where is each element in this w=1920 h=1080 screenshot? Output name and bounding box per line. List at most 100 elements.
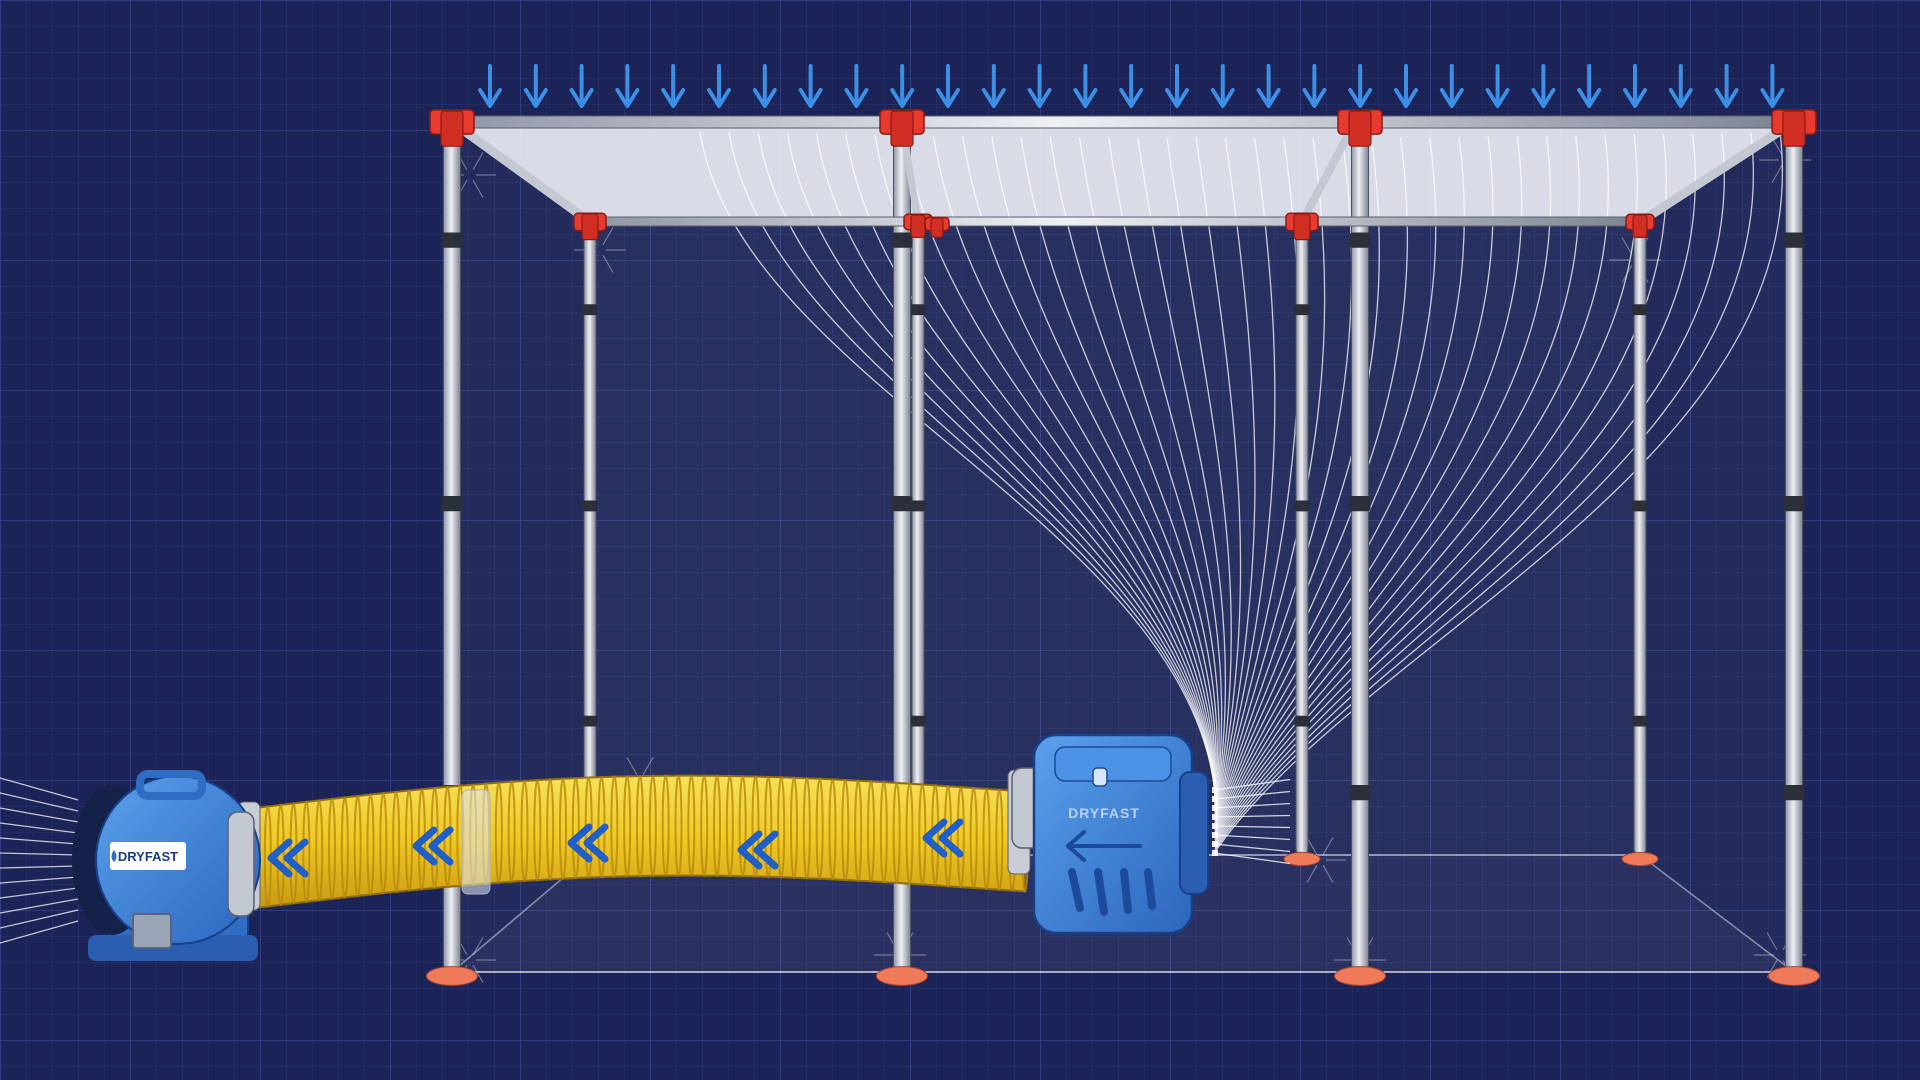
airflow-line bbox=[1166, 137, 1232, 817]
airflow-line bbox=[1214, 133, 1696, 848]
hose-rib bbox=[751, 775, 760, 878]
sheet-glint bbox=[1621, 264, 1633, 283]
down-arrow-icon bbox=[1623, 64, 1647, 108]
front-pole bbox=[1768, 121, 1820, 986]
hose-rib bbox=[623, 775, 632, 878]
hose-rib bbox=[854, 779, 863, 882]
pole-clamp bbox=[910, 304, 926, 316]
down-arrow-icon bbox=[1531, 64, 1556, 108]
down-arrow-icon bbox=[1577, 64, 1602, 108]
hose-rib bbox=[392, 790, 401, 893]
sheet-glint bbox=[602, 254, 614, 273]
blower-switch-panel bbox=[132, 913, 172, 949]
hose-rib bbox=[802, 777, 811, 880]
flexible-duct-hose bbox=[237, 769, 1031, 911]
hose-rib bbox=[764, 775, 773, 878]
hose-rib bbox=[892, 781, 901, 884]
down-arrow-icon bbox=[1668, 64, 1693, 108]
down-arrow-icon bbox=[1714, 64, 1739, 108]
hose-rib bbox=[790, 776, 798, 879]
down-arrow-icon bbox=[844, 64, 869, 108]
hose-rib bbox=[969, 786, 978, 889]
down-arrow-icon bbox=[478, 64, 502, 108]
scrubber-intake-lines bbox=[1212, 778, 1291, 865]
pole-foot bbox=[1334, 966, 1386, 986]
intake-grille-tooth bbox=[1212, 796, 1218, 802]
down-arrow-icon bbox=[661, 64, 686, 108]
hose-rib bbox=[905, 782, 914, 885]
sheet-glint bbox=[602, 227, 614, 246]
pole-clamp bbox=[441, 496, 463, 512]
rear-pole bbox=[1283, 221, 1321, 867]
hose-rib bbox=[507, 780, 516, 883]
intake-line bbox=[1213, 814, 1291, 818]
airflow-line bbox=[1049, 137, 1219, 811]
sheet-glint bbox=[1621, 237, 1633, 256]
connector-fitting bbox=[573, 212, 607, 241]
arrow-left-icon bbox=[1066, 830, 1142, 862]
chevron-left-icon bbox=[922, 818, 964, 858]
hose-rib bbox=[353, 794, 362, 897]
connector-fitting bbox=[1285, 212, 1319, 241]
airflow-lines bbox=[444, 131, 1811, 983]
front-pole bbox=[876, 121, 928, 986]
down-arrow-icon bbox=[1348, 64, 1373, 108]
sheet-glint bbox=[642, 757, 654, 776]
exhaust-line bbox=[0, 865, 79, 869]
hose-rib bbox=[982, 787, 991, 890]
pole-clamp bbox=[1783, 232, 1805, 248]
front-pole bbox=[1334, 121, 1386, 986]
blower-fan: DRYFAST bbox=[0, 770, 261, 961]
exhaust-line bbox=[0, 837, 79, 845]
connector-fitting bbox=[429, 109, 475, 147]
airflow-line bbox=[845, 134, 1216, 799]
hose-rib bbox=[366, 793, 375, 896]
exhaust-line bbox=[0, 792, 79, 812]
down-arrow-icon bbox=[569, 64, 594, 108]
blower-label-plate bbox=[110, 842, 186, 870]
down-arrow-icon bbox=[1760, 64, 1785, 108]
hose-rib bbox=[340, 796, 349, 899]
hose-rib bbox=[315, 799, 324, 902]
sheet-glint bbox=[1771, 164, 1783, 183]
scrubber-brand-label: DRYFAST bbox=[1068, 805, 1140, 821]
airflow-line bbox=[1214, 136, 1494, 836]
sheet-glint bbox=[1322, 837, 1334, 856]
hose-rib bbox=[815, 777, 824, 880]
airflow-line bbox=[1214, 132, 1754, 851]
down-arrow-icon bbox=[752, 64, 777, 108]
down-arrow-icon bbox=[1439, 64, 1464, 108]
hose-rib bbox=[738, 775, 747, 878]
airflow-line bbox=[1214, 134, 1609, 843]
pole-foot bbox=[1768, 966, 1820, 986]
down-arrow-icon bbox=[798, 64, 823, 108]
pole-clamp bbox=[1294, 500, 1310, 512]
pole-clamp bbox=[1783, 496, 1805, 512]
pole-foot bbox=[426, 966, 478, 986]
airflow-line bbox=[699, 131, 1216, 791]
pole-clamp bbox=[1294, 304, 1310, 316]
down-arrow-icon bbox=[523, 64, 548, 108]
pole-clamp bbox=[441, 232, 463, 248]
sheet-glint bbox=[472, 152, 484, 171]
intake-line bbox=[1213, 790, 1291, 800]
pole-clamp bbox=[582, 500, 598, 512]
corner-connectors bbox=[429, 109, 1817, 241]
chevron-left-icon bbox=[737, 830, 779, 870]
connector-fitting bbox=[1771, 109, 1817, 147]
pole-clamp bbox=[1349, 232, 1371, 248]
airflow-line bbox=[1214, 133, 1667, 846]
hose-rib bbox=[559, 777, 567, 880]
pole-clamp bbox=[891, 496, 913, 512]
pole-foot bbox=[876, 966, 928, 986]
water-drop-icon bbox=[111, 850, 117, 862]
down-arrow-icon bbox=[890, 64, 915, 108]
sheet-glint bbox=[1306, 837, 1318, 856]
airflow-line bbox=[1078, 137, 1220, 812]
sheet-glint bbox=[1306, 864, 1318, 883]
sheet-glint bbox=[472, 964, 484, 983]
exhaust-line bbox=[0, 852, 79, 856]
airflow-line bbox=[1214, 135, 1581, 841]
exhaust-line bbox=[0, 909, 79, 929]
